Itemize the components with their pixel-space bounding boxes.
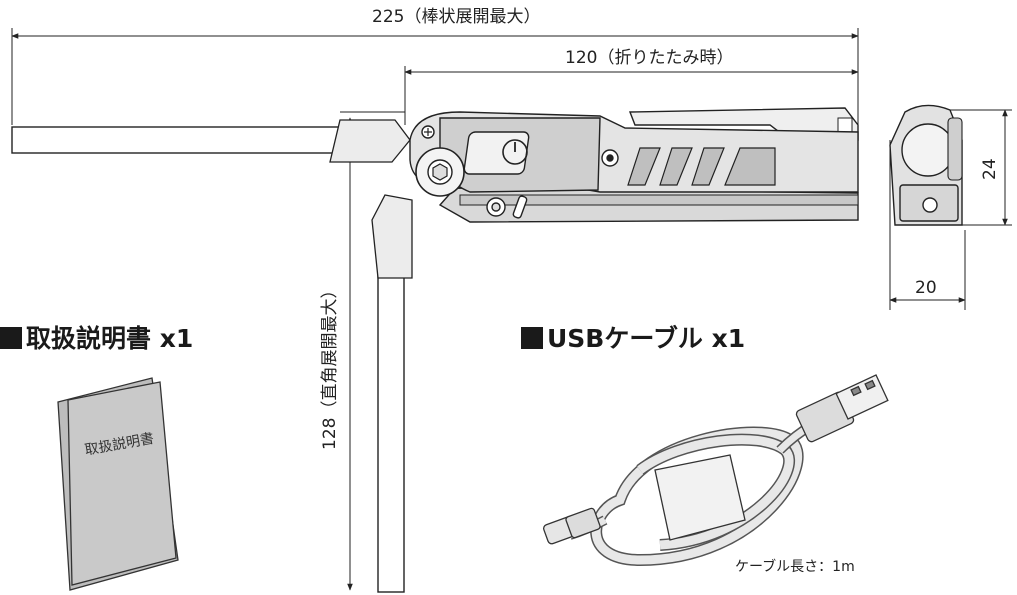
dimension-20-label: 20 xyxy=(915,278,937,298)
title-square-icon xyxy=(521,327,543,349)
cable-section-title: USBケーブル x1 xyxy=(521,326,745,351)
usb-a-plug xyxy=(795,374,889,443)
dimension-128-label: 128（直角展開最大） xyxy=(320,281,340,450)
title-square-icon xyxy=(0,327,22,349)
dimension-24 xyxy=(950,109,1012,226)
tool-body xyxy=(409,107,859,223)
extended-rod xyxy=(11,126,343,154)
dimension-128 xyxy=(340,111,405,591)
manual-section-title: 取扱説明書 x1 xyxy=(0,326,193,351)
cable-length-note: ケーブル長さ：1m xyxy=(735,559,855,575)
cable-band xyxy=(654,454,746,541)
hinge-tabs xyxy=(329,119,413,279)
dimension-225 xyxy=(11,28,859,125)
dimension-120-label: 120（折りたたみ時） xyxy=(565,48,734,68)
cable-title-text: USBケーブル x1 xyxy=(547,324,746,353)
usb-c-plug xyxy=(543,507,601,545)
dimension-24-label: 24 xyxy=(980,158,1000,180)
vertical-rod xyxy=(377,229,405,593)
dimension-225-label: 225（棒状展開最大） xyxy=(372,7,541,27)
tool-end-view xyxy=(889,104,963,226)
manual-title-text: 取扱説明書 x1 xyxy=(26,324,194,353)
manual-booklet xyxy=(57,377,179,591)
dimension-120 xyxy=(404,66,859,125)
dimension-20 xyxy=(889,140,966,310)
